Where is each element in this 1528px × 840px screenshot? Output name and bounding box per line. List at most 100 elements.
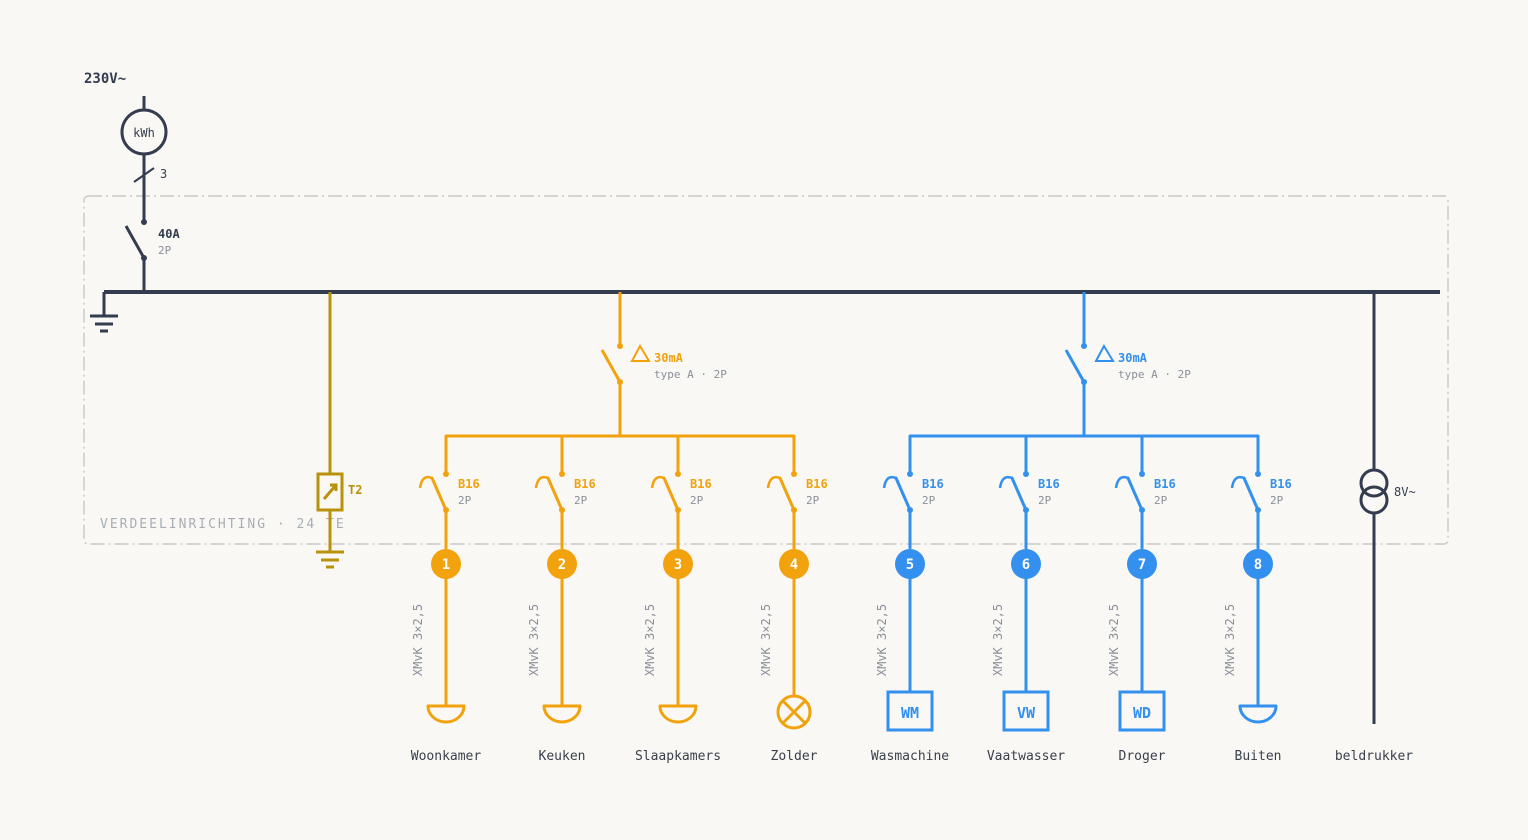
- group-number-badge: [547, 549, 577, 579]
- rcd-a-detail: type A · 2P: [654, 368, 727, 381]
- breaker-trip-hook: [1230, 475, 1245, 489]
- appliance-box-icon: [1002, 690, 1050, 732]
- conductor-count-tick: [133, 167, 155, 183]
- cable-type-label: XMvK 3×2,5: [1107, 604, 1121, 676]
- cable-type-label: XMvK 3×2,5: [1223, 604, 1237, 676]
- cable-type-label: XMvK 3×2,5: [991, 604, 1005, 676]
- breaker-rating: B16: [690, 477, 712, 491]
- group-number-badge: [1011, 549, 1041, 579]
- breaker-rating: B16: [1038, 477, 1060, 491]
- group-name: Zolder: [771, 749, 818, 764]
- rcd-b-contact-top: [1081, 343, 1087, 349]
- cable-type-label: XMvK 3×2,5: [875, 604, 889, 676]
- breaker-rating: B16: [1270, 477, 1292, 491]
- breaker-contact-top: [559, 471, 565, 477]
- breaker-trip-hook: [650, 475, 665, 489]
- appliance-label: WD: [1133, 704, 1151, 722]
- breaker-rating: B16: [1154, 477, 1176, 491]
- surge-protector-label: T2: [348, 483, 362, 497]
- group-name: Keuken: [539, 749, 586, 764]
- breaker-poles: 2P: [458, 494, 472, 507]
- breaker-poles: 2P: [1154, 494, 1168, 507]
- group-number-badge: [431, 549, 461, 579]
- group-number: 6: [1022, 557, 1030, 573]
- socket-outlet-icon: [1238, 704, 1278, 724]
- main-switch-poles: 2P: [158, 244, 172, 257]
- group-number-badge: [663, 549, 693, 579]
- group-number: 7: [1138, 557, 1146, 573]
- enclosure-label: VERDEELINRICHTING · 24 TE: [100, 517, 346, 532]
- group-number-badge: [779, 549, 809, 579]
- rcd-b-contact-bottom: [1081, 379, 1087, 385]
- group-name: Woonkamer: [411, 749, 482, 764]
- group-number-badge: [895, 549, 925, 579]
- breaker-trip-hook: [998, 475, 1013, 489]
- main-switch-rating: 40A: [158, 227, 180, 241]
- group-number: 1: [442, 557, 450, 573]
- breaker-contact-top: [675, 471, 681, 477]
- main-switch-blade: [124, 225, 146, 259]
- group-name: Wasmachine: [871, 749, 949, 764]
- breaker-rating: B16: [574, 477, 596, 491]
- breaker-contact-top: [791, 471, 797, 477]
- bell-transformer-name: beldrukker: [1335, 749, 1413, 764]
- breaker-blade: [662, 476, 680, 512]
- earth-symbol: [90, 292, 118, 333]
- appliance-label: WM: [901, 704, 919, 722]
- socket-outlet-icon: [542, 704, 582, 724]
- breaker-rating: B16: [806, 477, 828, 491]
- cable-type-label: XMvK 3×2,5: [527, 604, 541, 676]
- breaker-trip-hook: [534, 475, 549, 489]
- rcd-a: [446, 292, 794, 438]
- enclosure-outline: [83, 195, 1449, 545]
- appliance-box-icon: [886, 690, 934, 732]
- kwh-meter-label: kWh: [133, 126, 155, 140]
- cable-type-label: XMvK 3×2,5: [411, 604, 425, 676]
- group-number-badge: [1243, 549, 1273, 579]
- breaker-trip-hook: [766, 475, 781, 489]
- breaker-contact-top: [1023, 471, 1029, 477]
- breaker-rating: B16: [922, 477, 944, 491]
- socket-outlet-icon: [658, 704, 698, 724]
- breaker-poles: 2P: [1270, 494, 1284, 507]
- group-number: 2: [558, 557, 566, 573]
- bell-transformer: [1359, 292, 1389, 724]
- rcd-a-contact-bottom: [617, 379, 623, 385]
- breaker-poles: 2P: [806, 494, 820, 507]
- bell-transformer-voltage: 8V~: [1394, 485, 1416, 499]
- group-number: 8: [1254, 557, 1262, 573]
- cable-type-label: XMvK 3×2,5: [759, 604, 773, 676]
- group-name: Buiten: [1235, 749, 1282, 764]
- group-name: Droger: [1119, 749, 1166, 764]
- surge-protector: [316, 292, 344, 569]
- conductor-count-label: 3: [160, 167, 167, 181]
- socket-outlet-icon: [426, 704, 466, 724]
- breaker-trip-hook: [882, 475, 897, 489]
- breaker-trip-hook: [418, 475, 433, 489]
- group-number: 5: [906, 557, 914, 573]
- breaker-contact-top: [907, 471, 913, 477]
- breaker-poles: 2P: [922, 494, 936, 507]
- breaker-contact-top: [443, 471, 449, 477]
- breaker-contact-top: [1255, 471, 1261, 477]
- supply-label: 230V~: [84, 71, 126, 87]
- cable-type-label: XMvK 3×2,5: [643, 604, 657, 676]
- appliance-label: VW: [1017, 704, 1036, 722]
- rcd-a-rating: 30mA: [654, 351, 684, 365]
- breaker-rating: B16: [458, 477, 480, 491]
- breaker-trip-hook: [1114, 475, 1129, 489]
- breaker-contact-top: [1139, 471, 1145, 477]
- group-name: Vaatwasser: [987, 749, 1065, 764]
- breaker-poles: 2P: [690, 494, 704, 507]
- breaker-blade: [546, 476, 564, 512]
- rcd-b: [910, 292, 1258, 438]
- rcd-b-rating: 30mA: [1118, 351, 1148, 365]
